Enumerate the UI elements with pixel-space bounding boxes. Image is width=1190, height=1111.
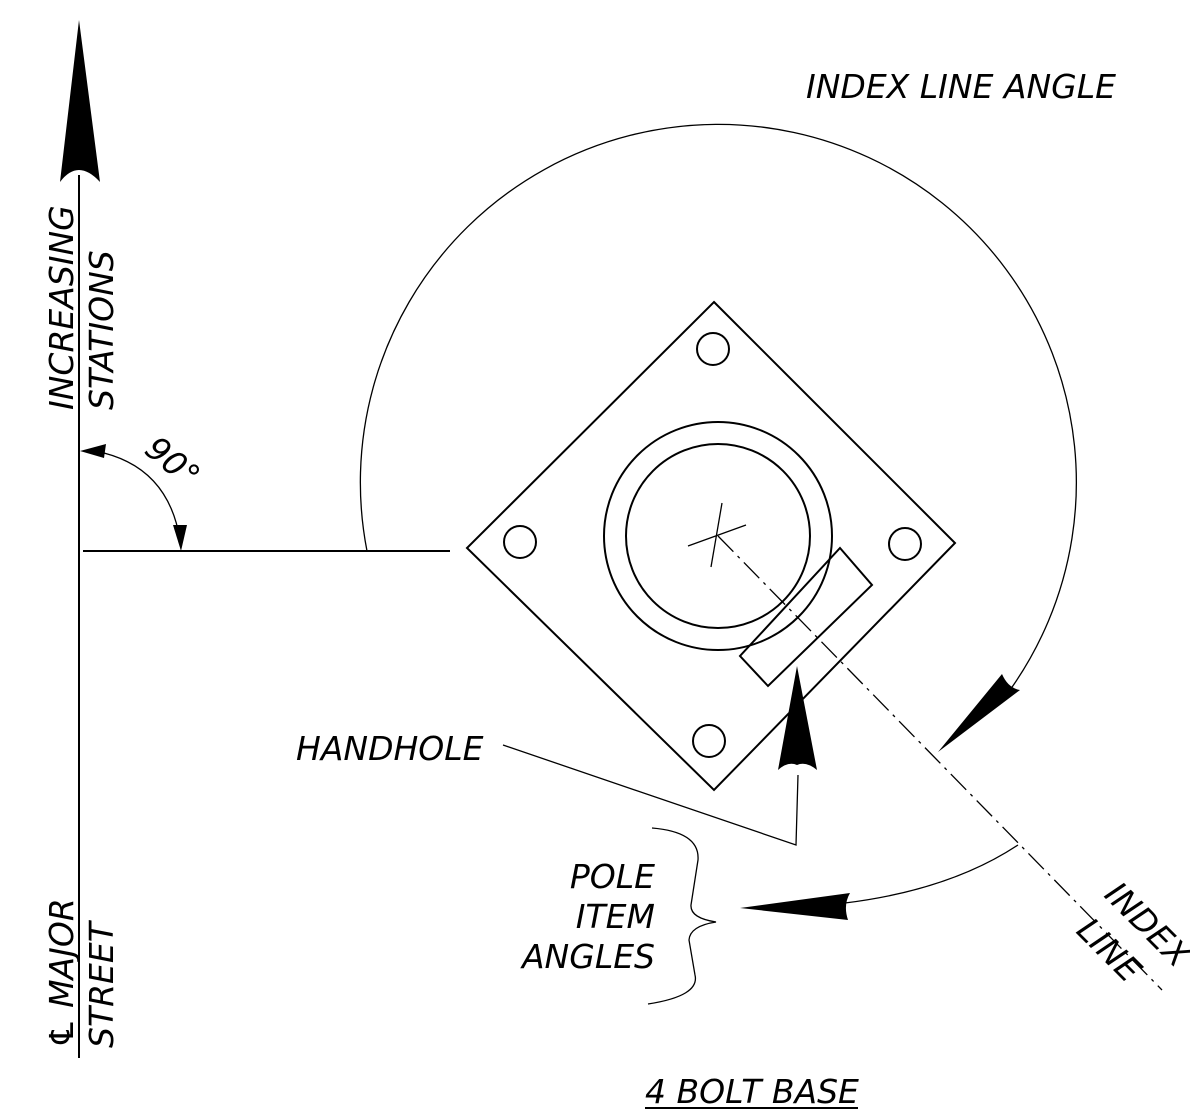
- base-title: 4 BOLT BASE: [645, 1072, 859, 1111]
- pole-item-angles-arc: [844, 844, 1019, 904]
- cl-major-label: ℄ MAJOR: [42, 898, 81, 1048]
- increasing-label: INCREASING: [42, 205, 81, 410]
- handhole-frame: [738, 546, 874, 688]
- increasing-stations-arrowhead: [60, 20, 100, 182]
- ninety-arc-arrowhead-bottom: [173, 525, 187, 551]
- handhole-leader-arrowhead: [778, 666, 817, 770]
- item-label: ITEM: [576, 897, 655, 936]
- stations-label: STATIONS: [82, 250, 121, 410]
- base-plate: [465, 300, 957, 792]
- pole-item-angles-arrowhead: [740, 893, 850, 920]
- pole-outer-circle: [603, 421, 833, 651]
- pole-item-angles-brace: [647, 827, 717, 1005]
- street-label: STREET: [82, 919, 121, 1048]
- ninety-degree-label: 90°: [138, 428, 208, 495]
- pole-inner-circle: [625, 443, 811, 629]
- index-line-angle-label: INDEX LINE ANGLE: [806, 67, 1116, 106]
- ninety-arc-arrowhead-top: [80, 444, 106, 458]
- pole-label: POLE: [570, 857, 655, 896]
- angles-label: ANGLES: [520, 937, 655, 976]
- handhole-label: HANDHOLE: [296, 729, 484, 768]
- index-line: [717, 535, 1163, 991]
- ninety-degree-arc: [94, 450, 181, 541]
- handhole-leader-line: [502, 744, 799, 846]
- bolt-hole-right: [888, 527, 922, 561]
- index-line-angle-arrowhead: [938, 674, 1020, 752]
- bolt-hole-bottom: [692, 724, 726, 758]
- bolt-hole-left: [503, 525, 537, 559]
- center-mark-b: [710, 502, 723, 568]
- bolt-hole-top: [696, 332, 730, 366]
- index-line-angle-arc: [359, 123, 1078, 691]
